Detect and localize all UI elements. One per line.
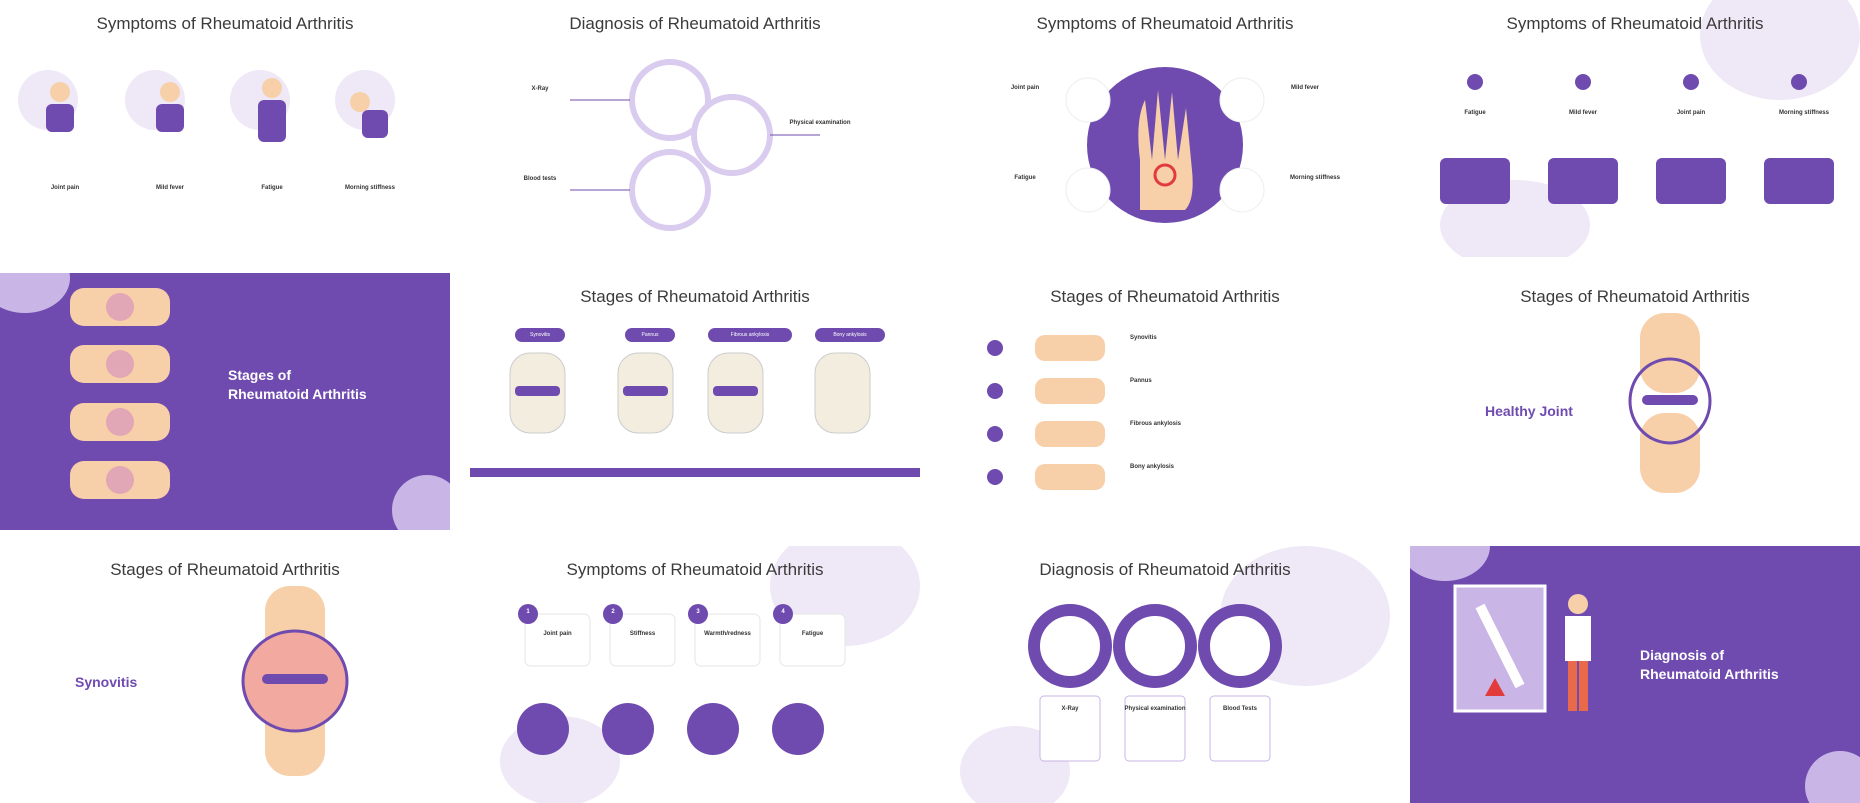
diagnosis-label: Physical examination: [789, 120, 851, 126]
symptom-label: Mild fever: [155, 185, 184, 191]
stage-list: [987, 335, 1105, 490]
stage-pill: Synovitis: [515, 328, 565, 342]
slide-thumbnail-3[interactable]: Symptoms of Rheumatoid Arthritis Joint p…: [940, 0, 1390, 257]
stage-label: Fibrous ankylosis: [1130, 421, 1182, 427]
stage-label: Pannus: [1130, 378, 1152, 384]
slide-thumbnail-9[interactable]: Stages of Rheumatoid Arthritis Synovitis: [0, 546, 450, 803]
stage-heading: Synovitis: [75, 674, 138, 690]
slide-thumbnail-10[interactable]: Symptoms of Rheumatoid Arthritis 1 2 3 4…: [470, 546, 920, 803]
slide-title: Diagnosis of Rheumatoid Arthritis: [569, 14, 821, 33]
step-number: 2: [611, 609, 615, 615]
numbered-symptom-cards: [517, 604, 846, 755]
symptom-label: Stiffness: [629, 631, 656, 637]
diagnosis-label: Blood Tests: [1223, 706, 1257, 712]
step-number: 1: [526, 609, 530, 615]
slide-title: Stages of Rheumatoid Arthritis: [1520, 287, 1750, 306]
symptom-label: Morning stiffness: [1778, 110, 1829, 116]
doctor-xray-illustration: [1453, 584, 1591, 713]
symptom-label: Joint pain: [543, 631, 572, 637]
symptom-label: Mild fever: [1290, 85, 1319, 91]
person-illustrations: [46, 78, 388, 142]
slide-heading-line: Rheumatoid Arthritis: [228, 386, 367, 402]
synovitis-joint-illustration: [241, 586, 349, 776]
stage-label: Bony ankylosis: [1130, 464, 1175, 470]
slide-thumbnail-7[interactable]: Stages of Rheumatoid Arthritis Synovitis…: [940, 273, 1390, 530]
slide-title: Stages of Rheumatoid Arthritis: [110, 560, 340, 579]
stage-pill: Fibrous ankylosis: [708, 328, 792, 342]
symptom-label: Fatigue: [801, 631, 824, 637]
joint-stage-illustrations: [470, 352, 920, 477]
symptom-label: Warmth/redness: [704, 631, 751, 637]
slide-title: Symptoms of Rheumatoid Arthritis: [1036, 14, 1294, 33]
slide-thumbnail-8[interactable]: Stages of Rheumatoid Arthritis Healthy J…: [1410, 273, 1860, 530]
finger-joint-illustrations: [70, 288, 170, 499]
stage-pill: Bony ankylosis: [815, 328, 885, 342]
slide-thumbnail-2[interactable]: Diagnosis of Rheumatoid Arthritis X-Ray …: [470, 0, 920, 257]
symptom-label: Mild fever: [1568, 110, 1597, 116]
diagnosis-label: Blood tests: [523, 176, 557, 182]
stage-pill: Pannus: [625, 328, 675, 342]
slide-thumbnail-4[interactable]: Symptoms of Rheumatoid Arthritis Fatigue…: [1410, 0, 1860, 257]
slide-title: Diagnosis of Rheumatoid Arthritis: [1039, 560, 1291, 579]
slide-thumbnail-5[interactable]: Stages of Rheumatoid Arthritis: [0, 273, 450, 530]
slide-thumbnail-6[interactable]: Stages of Rheumatoid Arthritis Synovitis…: [470, 273, 920, 530]
slide-heading-line: Stages of: [228, 367, 292, 383]
slide-title: Symptoms of Rheumatoid Arthritis: [1506, 14, 1764, 33]
symptom-label: Joint pain: [50, 185, 80, 191]
slide-heading-line: Diagnosis of: [1640, 647, 1725, 663]
diagnosis-label: X-Ray: [531, 86, 549, 92]
step-number: 3: [696, 609, 700, 615]
step-number: 4: [781, 609, 785, 615]
symptom-label: Morning stiffness: [344, 185, 395, 191]
symptom-label: Joint pain: [1676, 110, 1706, 116]
diagnosis-circles: [570, 59, 820, 231]
stage-label: Synovitis: [1130, 335, 1157, 341]
slide-title: Symptoms of Rheumatoid Arthritis: [566, 560, 824, 579]
diagnosis-ring-illustration: [1028, 604, 1282, 762]
diagnosis-label: X-Ray: [1061, 706, 1079, 712]
slide-title: Stages of Rheumatoid Arthritis: [1050, 287, 1280, 306]
background-blob: [1700, 0, 1860, 100]
symptom-label: Fatigue: [1014, 175, 1036, 181]
diagnosis-label: Physical examination: [1124, 706, 1186, 712]
healthy-joint-illustration: [1628, 313, 1712, 493]
slide-title: Stages of Rheumatoid Arthritis: [580, 287, 810, 306]
hand-illustration: [1065, 67, 1265, 223]
symptom-label: Morning stiffness: [1289, 175, 1340, 181]
symptom-label: Fatigue: [261, 185, 283, 191]
slide-heading-line: Rheumatoid Arthritis: [1640, 666, 1779, 682]
slide-title: Symptoms of Rheumatoid Arthritis: [96, 14, 354, 33]
background-blob: [392, 475, 450, 530]
slide-thumbnail-11[interactable]: Diagnosis of Rheumatoid Arthritis X-Ray …: [940, 546, 1390, 803]
slide-thumbnail-1[interactable]: Symptoms of Rheumatoid Arthritis Joint p…: [0, 0, 450, 257]
symptom-label: Joint pain: [1010, 85, 1040, 91]
symptom-label: Fatigue: [1464, 110, 1486, 116]
stage-heading: Healthy Joint: [1485, 403, 1573, 419]
slide-thumbnail-12[interactable]: Diagnosis of Rheumatoid Arthritis: [1410, 546, 1860, 803]
symptom-cards: [1440, 74, 1834, 204]
